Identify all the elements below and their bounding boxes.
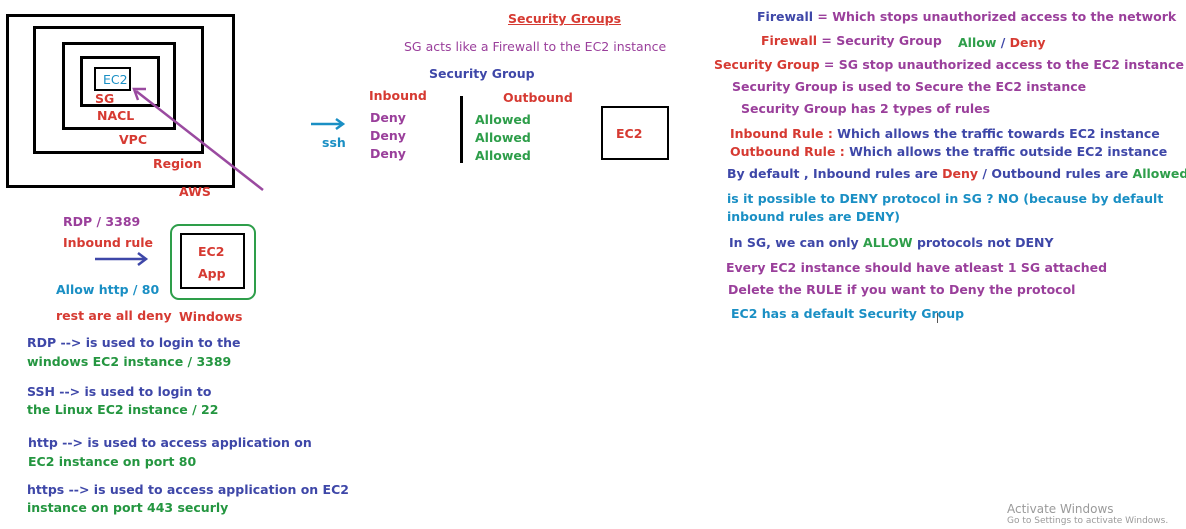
default-sg-note: EC2 has a default Security Group bbox=[731, 306, 965, 321]
default-rules-text-b: / Outbound rules are bbox=[978, 166, 1133, 181]
only-allow-text-b: protocols not DENY bbox=[912, 235, 1054, 250]
https-note-line1: https --> is used to access application … bbox=[27, 482, 349, 497]
sg-firewall-note: SG acts like a Firewall to the EC2 insta… bbox=[404, 39, 667, 54]
http-note-line2: EC2 instance on port 80 bbox=[28, 454, 197, 469]
sg-box bbox=[94, 67, 131, 91]
only-allow-word: ALLOW bbox=[863, 235, 913, 250]
vpc-box bbox=[62, 42, 176, 130]
activate-windows-subtitle: Go to Settings to activate Windows. bbox=[1007, 516, 1169, 526]
windows-label: Windows bbox=[179, 309, 243, 324]
http-note-line1: http --> is used to access application o… bbox=[28, 435, 312, 450]
rdp-port-label: RDP / 3389 bbox=[63, 214, 141, 229]
firewall2-def-text: = Security Group bbox=[817, 33, 942, 48]
ec2-app-inner-box bbox=[180, 233, 245, 289]
rdp-note-line2: windows EC2 instance / 3389 bbox=[27, 354, 232, 369]
ssh-note-line1: SSH --> is used to login to bbox=[27, 384, 212, 399]
inbound-rule-label: Inbound rule bbox=[63, 235, 154, 250]
firewall-def-text: = Which stops unauthorized access to the… bbox=[813, 9, 1177, 24]
only-allow-note: In SG, we can only ALLOW protocols not D… bbox=[729, 235, 1054, 250]
allow-word: Allow bbox=[958, 35, 997, 50]
allowed-row-1: Allowed bbox=[475, 112, 531, 127]
ec2-app-app-label: App bbox=[198, 266, 226, 281]
outbound-rule-term: Outbound Rule : bbox=[730, 144, 850, 159]
ec2-instance-box bbox=[601, 106, 669, 160]
firewall-definition: Firewall = Which stops unauthorized acce… bbox=[757, 9, 1176, 24]
ssh-note-line2: the Linux EC2 instance / 22 bbox=[27, 402, 219, 417]
deny-row-2: Deny bbox=[370, 128, 406, 143]
default-rules-text-a: By default , Inbound rules are bbox=[727, 166, 943, 181]
blue-arrow-head bbox=[137, 252, 149, 266]
firewall-equals-sg: Firewall = Security Group bbox=[761, 33, 942, 48]
rule-divider bbox=[460, 96, 463, 163]
allowed-row-3: Allowed bbox=[475, 148, 531, 163]
rdp-note-line1: RDP --> is used to login to the bbox=[27, 335, 241, 350]
nested-sg-label: SG bbox=[95, 91, 115, 106]
only-allow-text-a: In SG, we can only bbox=[729, 235, 864, 250]
deny-row-1: Deny bbox=[370, 110, 406, 125]
allow-http-label: Allow http / 80 bbox=[56, 282, 160, 297]
sg-def-text: = SG stop unauthorized access to the EC2… bbox=[819, 57, 1184, 72]
nacl-box bbox=[80, 56, 160, 107]
inbound-rule-def-text: Which allows the traffic towards EC2 ins… bbox=[837, 126, 1160, 141]
sg-term: Security Group bbox=[714, 57, 820, 72]
deny-question-line2: inbound rules are DENY) bbox=[727, 209, 901, 224]
delete-rule-note: Delete the RULE if you want to Deny the … bbox=[728, 282, 1076, 297]
activate-windows-title: Activate Windows bbox=[1007, 502, 1114, 516]
inbound-heading: Inbound bbox=[369, 88, 427, 103]
security-groups-title: Security Groups bbox=[508, 11, 622, 26]
deny-row-3: Deny bbox=[370, 146, 406, 161]
default-rules-note: By default , Inbound rules are Deny / Ou… bbox=[727, 166, 1186, 181]
firewall-term: Firewall bbox=[757, 9, 814, 24]
inbound-rule-term: Inbound Rule : bbox=[730, 126, 838, 141]
firewall2-term: Firewall bbox=[761, 33, 818, 48]
ssh-arrow-head bbox=[335, 117, 346, 131]
sg-secure-note: Security Group is used to Secure the EC2… bbox=[732, 79, 1087, 94]
region-box bbox=[33, 26, 204, 154]
inbound-rule-definition: Inbound Rule : Which allows the traffic … bbox=[730, 126, 1160, 141]
nested-vpc-label: VPC bbox=[119, 132, 148, 147]
allowed-row-2: Allowed bbox=[475, 130, 531, 145]
ssh-label: ssh bbox=[322, 135, 346, 150]
allow-deny-label: Allow / Deny bbox=[958, 35, 1046, 50]
text-cursor-icon bbox=[937, 313, 938, 323]
default-allowed-word: Allowed bbox=[1132, 166, 1186, 181]
nested-ec2-label: EC2 bbox=[103, 72, 128, 87]
sg-definition: Security Group = SG stop unauthorized ac… bbox=[714, 57, 1184, 72]
ec2-app-outer-box bbox=[170, 224, 256, 300]
allow-deny-slash: / bbox=[996, 35, 1010, 50]
security-group-heading: Security Group bbox=[429, 66, 535, 81]
default-deny-word: Deny bbox=[942, 166, 979, 181]
deny-question-line1: is it possible to DENY protocol in SG ? … bbox=[727, 191, 1164, 206]
nested-nacl-label: NACL bbox=[97, 108, 135, 123]
deny-word: Deny bbox=[1009, 35, 1046, 50]
ec2-instance-label: EC2 bbox=[616, 126, 643, 141]
https-note-line2: instance on port 443 securly bbox=[27, 500, 229, 515]
sg-rules-note: Security Group has 2 types of rules bbox=[741, 101, 991, 116]
nested-aws-label: AWS bbox=[179, 184, 211, 199]
outbound-rule-definition: Outbound Rule : Which allows the traffic… bbox=[730, 144, 1167, 159]
outbound-rule-def-text: Which allows the traffic outside EC2 ins… bbox=[849, 144, 1168, 159]
outbound-heading: Outbound bbox=[503, 90, 573, 105]
rest-deny-label: rest are all deny bbox=[56, 308, 172, 323]
atleast-sg-note: Every EC2 instance should have atleast 1… bbox=[726, 260, 1108, 275]
ec2-app-ec2-label: EC2 bbox=[198, 244, 225, 259]
nested-region-label: Region bbox=[153, 156, 202, 171]
